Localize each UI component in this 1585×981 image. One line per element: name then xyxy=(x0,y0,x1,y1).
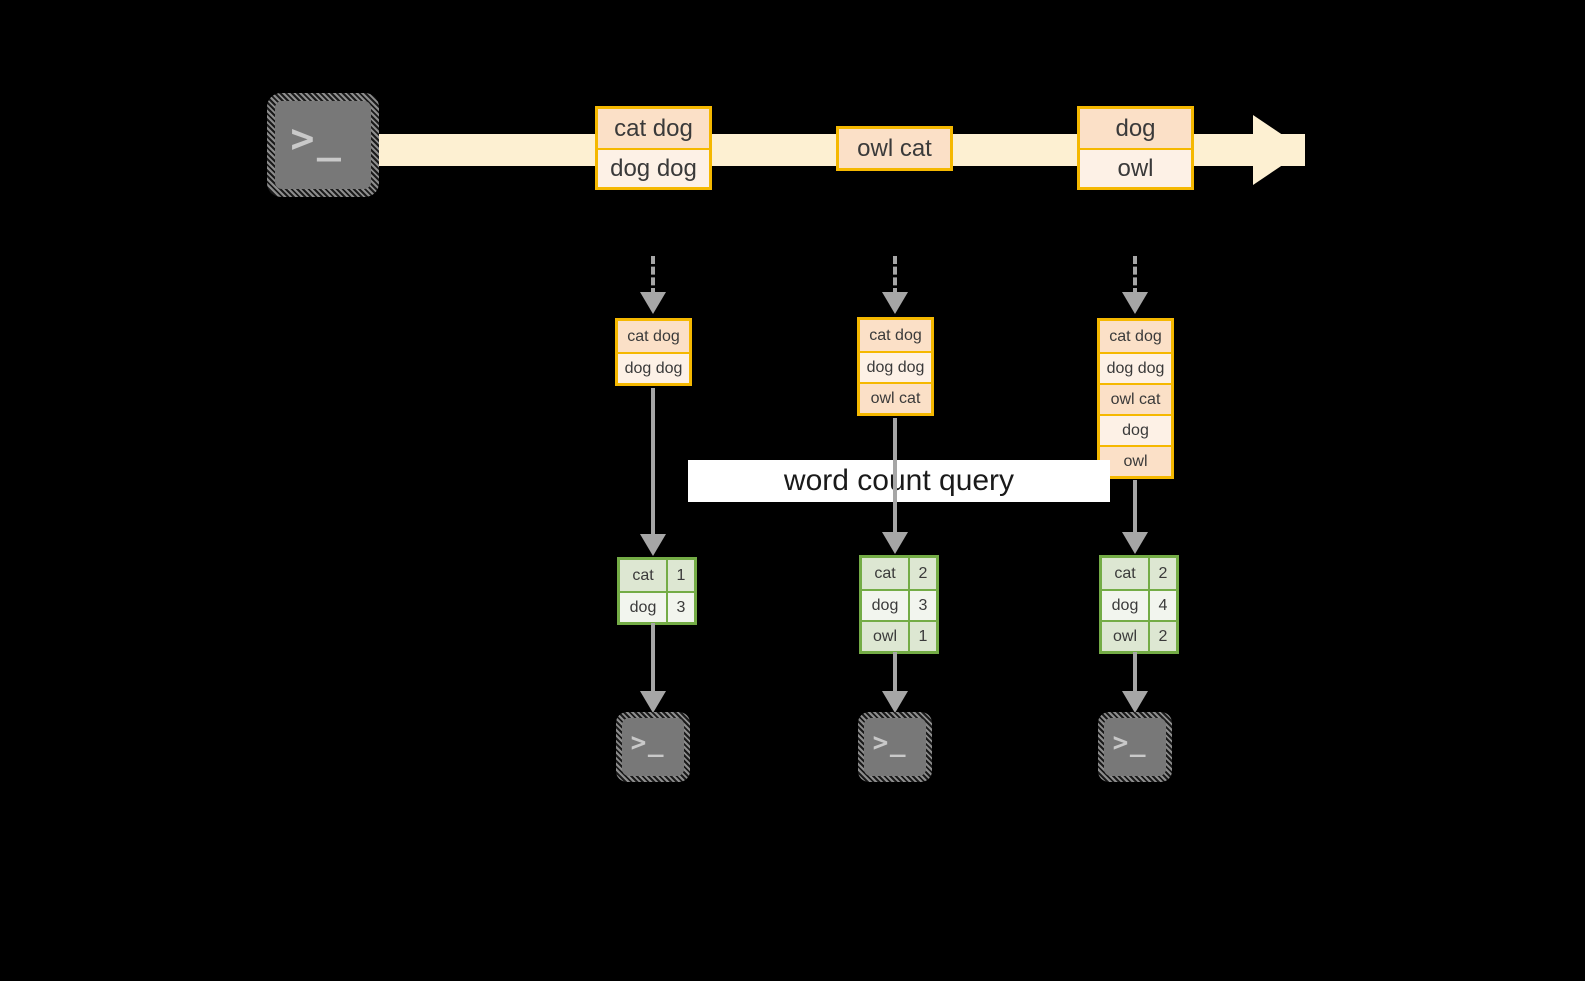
query-label: word count query xyxy=(688,460,1110,502)
sink-edge-3 xyxy=(1133,652,1137,696)
snapshot-record: owl cat xyxy=(1100,383,1171,414)
result-word: dog xyxy=(1102,591,1148,620)
snapshot-tap-line-2 xyxy=(893,256,897,296)
query-edge-1 xyxy=(651,388,655,538)
snapshot-record: cat dog xyxy=(1100,321,1171,352)
result-word: cat xyxy=(1102,558,1148,589)
snapshot-tap-line-3 xyxy=(1133,256,1137,296)
stream-batch-2[interactable]: owl cat xyxy=(836,126,953,171)
result-count: 2 xyxy=(1148,558,1176,589)
snapshot-record: cat dog xyxy=(618,321,689,352)
query-edge-3 xyxy=(1133,480,1137,536)
snapshot-result-1[interactable]: cat 1 dog 3 xyxy=(617,557,697,625)
sink-terminal-icon-3[interactable]: >_ xyxy=(1098,712,1172,782)
terminal-prompt-glyph: >_ xyxy=(872,727,908,758)
result-row: dog 4 xyxy=(1102,589,1176,620)
result-count: 3 xyxy=(908,591,936,620)
stream-arrow-head xyxy=(1253,115,1305,185)
arrowhead-icon xyxy=(640,292,666,314)
stream-batch-1[interactable]: cat dog dog dog xyxy=(595,106,712,190)
result-word: cat xyxy=(620,560,666,591)
snapshot-record: dog dog xyxy=(1100,352,1171,383)
snapshot-record: dog dog xyxy=(618,352,689,383)
result-row: cat 1 xyxy=(620,560,694,591)
result-count: 3 xyxy=(666,593,694,622)
snapshot-result-3[interactable]: cat 2 dog 4 owl 2 xyxy=(1099,555,1179,654)
arrowhead-icon xyxy=(1122,691,1148,713)
snapshot-record: dog dog xyxy=(860,351,931,382)
stream-record: cat dog xyxy=(598,109,709,148)
result-count: 4 xyxy=(1148,591,1176,620)
snapshot-input-1[interactable]: cat dog dog dog xyxy=(615,318,692,386)
result-count: 2 xyxy=(908,558,936,589)
arrowhead-icon xyxy=(882,532,908,554)
result-row: owl 1 xyxy=(862,620,936,651)
result-row: cat 2 xyxy=(862,558,936,589)
result-word: dog xyxy=(620,593,666,622)
terminal-screen: >_ xyxy=(622,718,684,776)
snapshot-record: cat dog xyxy=(860,320,931,351)
snapshot-record: dog xyxy=(1100,414,1171,445)
result-count: 1 xyxy=(908,622,936,651)
snapshot-input-3[interactable]: cat dog dog dog owl cat dog owl xyxy=(1097,318,1174,479)
snapshot-tap-line-1 xyxy=(651,256,655,296)
snapshot-result-2[interactable]: cat 2 dog 3 owl 1 xyxy=(859,555,939,654)
stream-record: dog xyxy=(1080,109,1191,148)
snapshot-record: owl cat xyxy=(860,382,931,413)
result-row: dog 3 xyxy=(862,589,936,620)
sink-terminal-icon-1[interactable]: >_ xyxy=(616,712,690,782)
terminal-screen: >_ xyxy=(864,718,926,776)
arrowhead-icon xyxy=(882,292,908,314)
arrowhead-icon xyxy=(640,534,666,556)
snapshot-input-2[interactable]: cat dog dog dog owl cat xyxy=(857,317,934,416)
terminal-prompt-glyph: >_ xyxy=(1112,727,1148,758)
stream-record: owl cat xyxy=(839,129,950,168)
terminal-screen: >_ xyxy=(1104,718,1166,776)
result-word: dog xyxy=(862,591,908,620)
stream-batch-3[interactable]: dog owl xyxy=(1077,106,1194,190)
source-terminal-icon[interactable]: >_ xyxy=(267,93,379,197)
result-count: 2 xyxy=(1148,622,1176,651)
terminal-prompt-glyph: >_ xyxy=(290,115,344,162)
sink-edge-2 xyxy=(893,652,897,696)
result-row: dog 3 xyxy=(620,591,694,622)
result-row: cat 2 xyxy=(1102,558,1176,589)
stream-record: owl xyxy=(1080,148,1191,187)
arrowhead-icon xyxy=(640,691,666,713)
terminal-prompt-glyph: >_ xyxy=(630,727,666,758)
result-count: 1 xyxy=(666,560,694,591)
result-row: owl 2 xyxy=(1102,620,1176,651)
result-word: cat xyxy=(862,558,908,589)
arrowhead-icon xyxy=(1122,532,1148,554)
sink-edge-1 xyxy=(651,623,655,695)
arrowhead-icon xyxy=(882,691,908,713)
terminal-screen: >_ xyxy=(275,101,371,189)
query-edge-2-overlay xyxy=(893,460,897,502)
result-word: owl xyxy=(862,622,908,651)
stream-record: dog dog xyxy=(598,148,709,187)
arrowhead-icon xyxy=(1122,292,1148,314)
sink-terminal-icon-2[interactable]: >_ xyxy=(858,712,932,782)
result-word: owl xyxy=(1102,622,1148,651)
snapshot-record: owl xyxy=(1100,445,1171,476)
